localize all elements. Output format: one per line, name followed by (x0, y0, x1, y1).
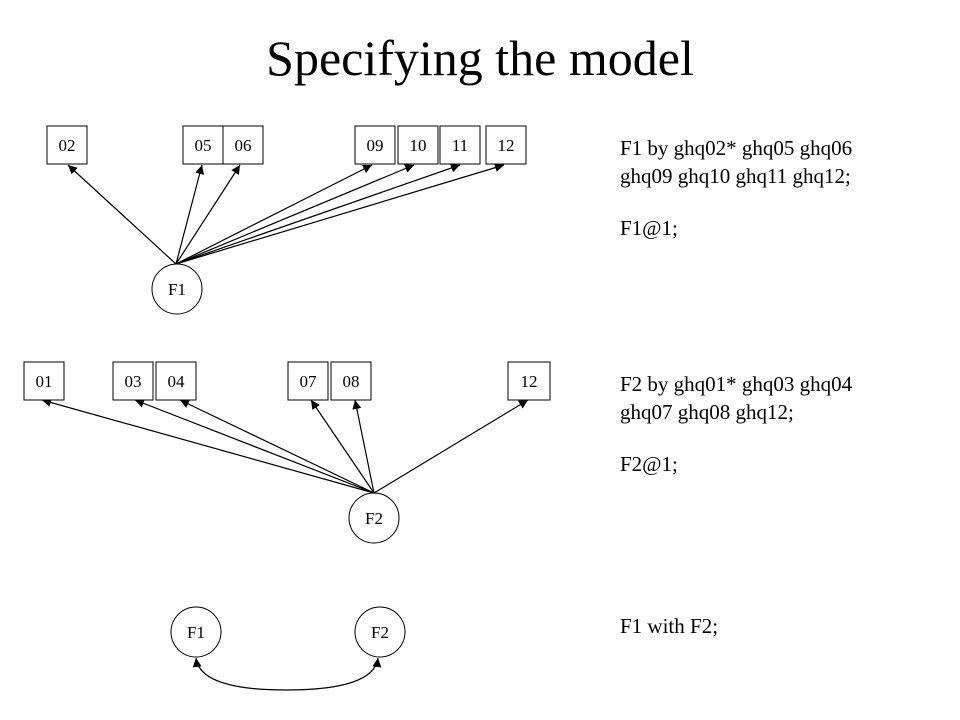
indicator-label: 10 (410, 136, 427, 155)
f1-syntax: F1 by ghq02* ghq05 ghq06 ghq09 ghq10 ghq… (620, 134, 852, 190)
indicator-label: 12 (498, 136, 515, 155)
edge-f1-06 (175, 164, 241, 265)
factor-label: F1 (168, 280, 186, 299)
f1-fix-syntax: F1@1; (620, 216, 678, 240)
edge-f2-08 (352, 399, 375, 494)
indicator-box-02: 02 (46, 125, 88, 165)
indicator-box-08: 08 (330, 361, 372, 401)
edge-f2-12 (373, 399, 529, 494)
indicator-label: 04 (168, 372, 186, 391)
indicator-label: 02 (59, 136, 76, 155)
factor-label: F1 (187, 623, 205, 642)
factor2-edges (41, 398, 529, 494)
factor-node-f2: F2 (348, 492, 400, 544)
indicator-box-10: 10 (397, 125, 439, 165)
edge-f1-11 (175, 163, 461, 265)
indicator-label: 11 (452, 136, 468, 155)
indicator-label: 01 (36, 372, 53, 391)
indicator-label: 07 (300, 372, 318, 391)
edge-f1-02 (67, 164, 177, 265)
indicator-label: 12 (521, 372, 538, 391)
factor2-block: 01 03 04 07 08 12 F2 (23, 361, 551, 544)
indicator-box-03: 03 (112, 361, 154, 401)
slide-title: Specifying the model (266, 30, 694, 86)
indicator-box-12: 12 (485, 125, 527, 165)
f2-fix-syntax: F2@1; (620, 452, 678, 476)
f2-syntax: F2 by ghq01* ghq03 ghq04 ghq07 ghq08 ghq… (620, 370, 852, 426)
indicator-box-09: 09 (354, 125, 396, 165)
indicator-box-11: 11 (439, 125, 481, 165)
indicator-label: 09 (367, 136, 384, 155)
edge-f1-05 (175, 164, 205, 265)
indicator-box-01: 01 (23, 361, 65, 401)
indicator-box-06: 06 (222, 125, 264, 165)
f2-syntax-line2: ghq07 ghq08 ghq12; (620, 400, 794, 424)
edge-f1-09 (175, 164, 373, 265)
edge-f2-04 (179, 399, 375, 494)
covariance-node-f2: F2 (354, 606, 406, 658)
f1-syntax-line1: F1 by ghq02* ghq05 ghq06 (620, 136, 853, 160)
indicator-box-05: 05 (182, 125, 224, 165)
factor-node-f1: F1 (151, 263, 203, 315)
indicator-label: 08 (343, 372, 360, 391)
edge-f2-07 (310, 399, 375, 494)
indicator-box-04: 04 (155, 361, 197, 401)
covariance-arrow (192, 657, 382, 691)
edge-f1-10 (175, 164, 415, 265)
indicator-box-07: 07 (287, 361, 329, 401)
with-syntax: F1 with F2; (620, 614, 719, 638)
edge-f1-12 (175, 163, 505, 265)
edge-f2-01 (41, 398, 375, 494)
factor-label: F2 (365, 509, 383, 528)
indicator-label: 05 (195, 136, 212, 155)
indicator-label: 03 (125, 372, 142, 391)
indicator-label: 06 (235, 136, 252, 155)
covariance-node-f1: F1 (170, 606, 222, 658)
factor1-edges (67, 163, 505, 265)
edge-f2-03 (134, 399, 375, 494)
f1-syntax-line2: ghq09 ghq10 ghq11 ghq12; (620, 164, 851, 188)
factor-label: F2 (371, 623, 389, 642)
indicator-box-12-f2: 12 (507, 361, 551, 401)
factor1-block: 02 05 06 09 10 11 12 F1 (46, 125, 527, 315)
covariance-block: F1 F2 (170, 606, 406, 691)
f2-syntax-line1: F2 by ghq01* ghq03 ghq04 (620, 372, 853, 396)
